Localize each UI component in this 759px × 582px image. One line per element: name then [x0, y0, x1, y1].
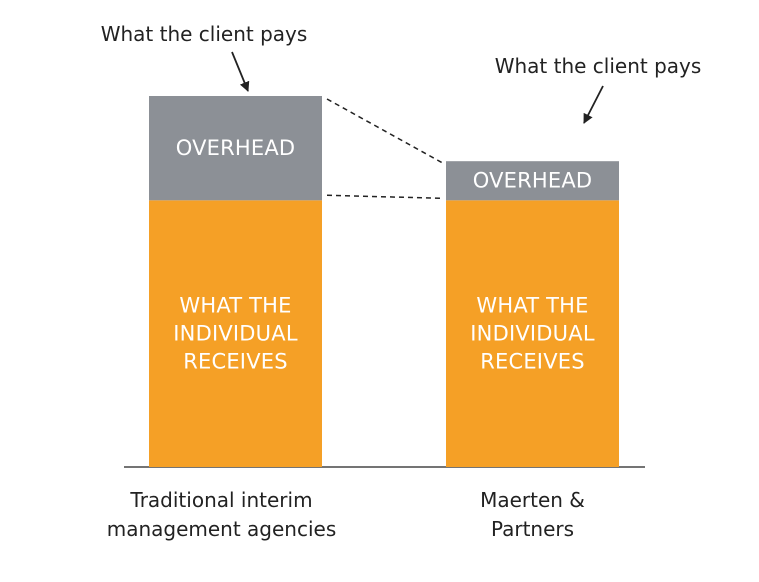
segment-label-overhead-0: OVERHEAD — [176, 136, 296, 160]
bar-segment-individual-1 — [446, 200, 619, 467]
category-label-0: Traditional interim management agencies — [107, 488, 337, 541]
segment-label-line: INDIVIDUAL — [470, 322, 595, 346]
segment-label-line: OVERHEAD — [473, 169, 593, 193]
segment-label-line: WHAT THE — [179, 294, 291, 318]
category-label-line: management agencies — [107, 517, 337, 541]
segment-label-line: RECEIVES — [183, 350, 288, 374]
segment-label-individual-1: WHAT THE INDIVIDUAL RECEIVES — [470, 294, 595, 374]
bar-segment-overhead-0 — [149, 96, 322, 201]
annotation-client-pays-0: What the client pays — [101, 22, 308, 46]
segment-label-line: OVERHEAD — [176, 136, 296, 160]
segment-label-line: WHAT THE — [476, 294, 588, 318]
annotation-client-pays-1: What the client pays — [495, 54, 702, 78]
annotation-arrow-1 — [583, 85, 604, 124]
category-label-line: Traditional interim — [129, 488, 312, 512]
segment-label-line: RECEIVES — [480, 350, 585, 374]
category-label-1: Maerten & Partners — [480, 488, 585, 541]
connector-line-bottom — [326, 194, 444, 200]
connector-line-top — [326, 98, 444, 164]
bar-segment-overhead-1 — [446, 161, 619, 201]
bar-segment-individual-0 — [149, 200, 322, 467]
category-label-line: Maerten & — [480, 488, 585, 512]
category-label-line: Partners — [491, 517, 574, 541]
segment-label-individual-0: WHAT THE INDIVIDUAL RECEIVES — [173, 294, 298, 374]
segment-label-overhead-1: OVERHEAD — [473, 169, 593, 193]
annotation-arrow-0 — [231, 51, 250, 92]
segment-label-line: INDIVIDUAL — [173, 322, 298, 346]
